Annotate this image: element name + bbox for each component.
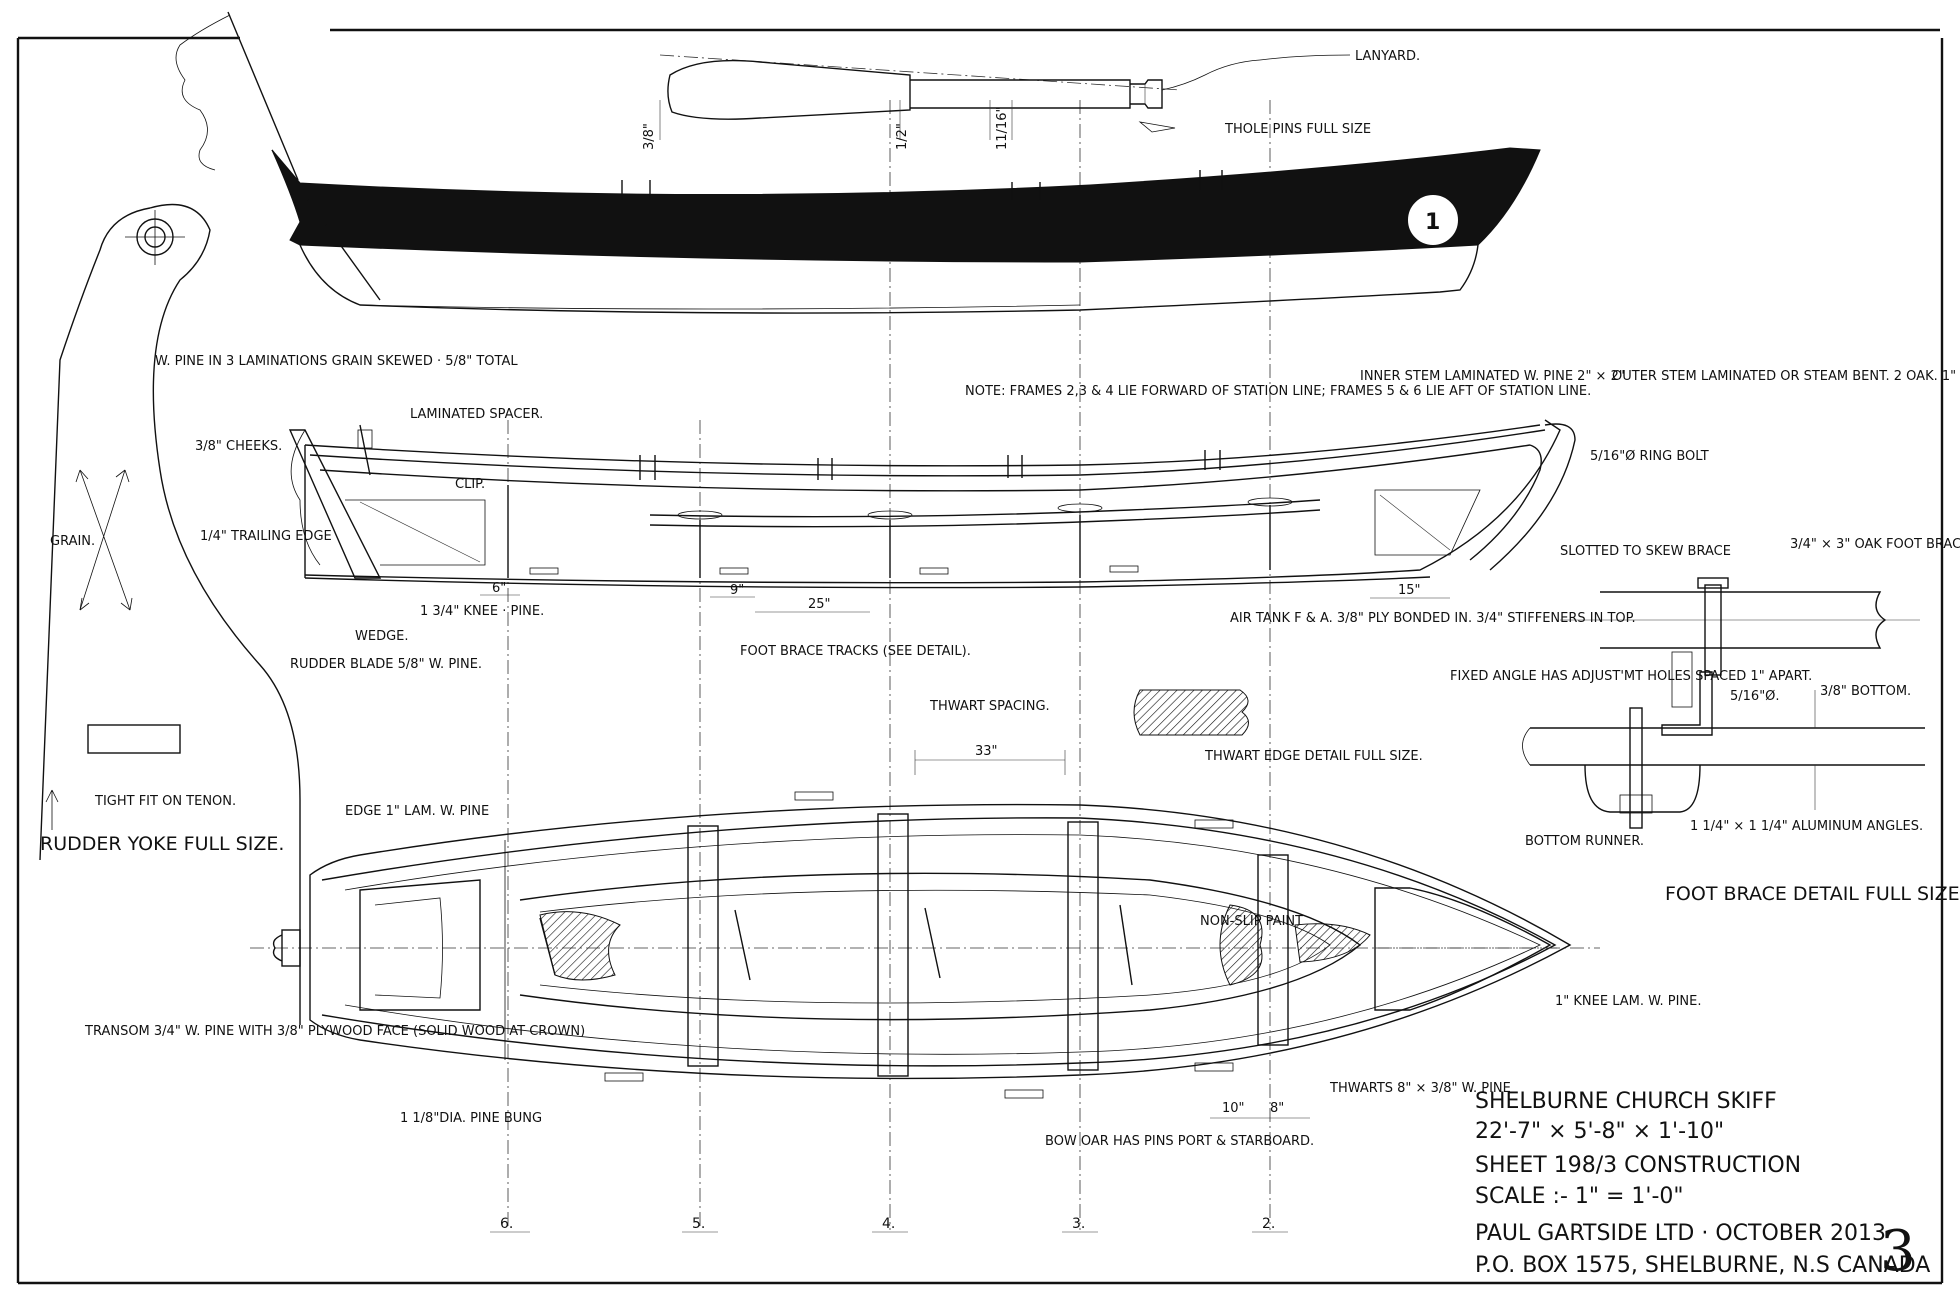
bolt-label: 5/16"Ø. (1730, 689, 1780, 704)
frames-note-label: NOTE: FRAMES 2,3 & 4 LIE FORWARD OF STAT… (965, 384, 1591, 399)
trailing-edge-label: 1/4" TRAILING EDGE (200, 529, 332, 544)
address-label: P.O. BOX 1575, SHELBURNE, N.S CANADA (1475, 1253, 1930, 1278)
bottom-label: 3/8" BOTTOM. (1820, 684, 1911, 699)
sheet-title: SHEET 198/3 CONSTRUCTION (1475, 1153, 1801, 1178)
ring-bolt-label: 5/16"Ø RING BOLT (1590, 449, 1709, 464)
boat-dimensions: 22'-7" × 5'-8" × 1'-10" (1475, 1119, 1724, 1144)
sheet-border (16, 28, 1944, 1285)
inner-stem-label: INNER STEM LAMINATED W. PINE 2" × 2" (1360, 369, 1625, 384)
dim-6: 6" (492, 581, 506, 596)
oak-brace-label: 3/4" × 3" OAK FOOT BRACE (1790, 537, 1960, 552)
dim-33: 33" (975, 744, 998, 759)
thole-pins-label: THOLE PINS FULL SIZE (1224, 122, 1371, 137)
non-slip-patches (539, 904, 1371, 986)
dim-9: 9" (730, 583, 744, 598)
station-label: 5. (692, 1216, 705, 1232)
station-label: 6. (500, 1216, 513, 1232)
clip-label: CLIP. (455, 477, 485, 492)
rudder-yoke-label: RUDDER YOKE FULL SIZE. (40, 833, 284, 855)
annotations: W. PINE IN 3 LAMINATIONS GRAIN SKEWED · … (40, 354, 1960, 1149)
station-label: 4. (882, 1216, 895, 1232)
aluminum-angles-label: 1 1/4" × 1 1/4" ALUMINUM ANGLES. (1690, 819, 1923, 834)
station-labels: 6. 5. 4. 3. 2. (500, 1216, 1275, 1232)
dim-25: 25" (808, 597, 831, 612)
station-label: 3. (1072, 1216, 1085, 1232)
scale-label: SCALE :- 1" = 1'-0" (1475, 1184, 1684, 1209)
thole-pin-detail (659, 54, 1261, 140)
grain-label: GRAIN. (50, 534, 95, 549)
thole-dim-c: 11/16" (995, 107, 1010, 150)
foot-brace-detail (1522, 577, 1925, 829)
station-label: 2. (1262, 1216, 1275, 1232)
thwart-edge-profile (1133, 689, 1249, 736)
sheet-number: 3 (1880, 1219, 1916, 1284)
inboard-profile-view (288, 419, 1576, 613)
hull-number: 1 (1425, 210, 1440, 235)
fixed-angle-label: FIXED ANGLE HAS ADJUST'MT HOLES SPACED 1… (1450, 669, 1812, 684)
designer-label: PAUL GARTSIDE LTD · OCTOBER 2013 (1475, 1221, 1886, 1246)
knee-pine-label: 1 3/4" KNEE · PINE. (420, 604, 544, 619)
slotted-brace-label: SLOTTED TO SKEW BRACE (1560, 544, 1731, 559)
foot-brace-detail-label: FOOT BRACE DETAIL FULL SIZE. (1665, 883, 1960, 905)
thole-dim-b: 1/2" (895, 123, 910, 150)
station-lines (490, 100, 1288, 1233)
bow-oar-label: BOW OAR HAS PINS PORT & STARBOARD. (1045, 1134, 1314, 1149)
hull-profile-view (175, 11, 1541, 314)
foot-brace-tracks-label: FOOT BRACE TRACKS (SEE DETAIL). (740, 644, 971, 659)
cheeks-label: 3/8" CHEEKS. (195, 439, 282, 454)
rudder-blade-label: RUDDER BLADE 5/8" W. PINE. (290, 657, 482, 672)
tight-fit-label: TIGHT FIT ON TENON. (94, 794, 236, 809)
transom-label: TRANSOM 3/4" W. PINE WITH 3/8" PLYWOOD F… (84, 1024, 585, 1039)
dim-8: 8" (1270, 1101, 1284, 1116)
dim-15: 15" (1398, 583, 1421, 598)
air-tank-label: AIR TANK F & A. 3/8" PLY BONDED IN. 3/4"… (1230, 611, 1636, 626)
pine-bung-label: 1 1/8"DIA. PINE BUNG (400, 1111, 542, 1126)
thwarts-label: THWARTS 8" × 3/8" W. PINE (1329, 1081, 1511, 1096)
boat-name: SHELBURNE CHURCH SKIFF (1475, 1089, 1777, 1114)
edge-lam-label: EDGE 1" LAM. W. PINE (345, 804, 489, 819)
lanyard-leader (1259, 54, 1351, 61)
dim-10: 10" (1222, 1101, 1245, 1116)
knee-lam-label: 1" KNEE LAM. W. PINE. (1555, 994, 1701, 1009)
thwart-edge-label: THWART EDGE DETAIL FULL SIZE. (1204, 749, 1423, 764)
bottom-runner-label: BOTTOM RUNNER. (1525, 834, 1644, 849)
rudder-yoke-detail (39, 203, 301, 870)
laminated-spacer-label: LAMINATED SPACER. (410, 407, 543, 422)
outer-stem-label: OUTER STEM LAMINATED OR STEAM BENT. 2 OA… (1612, 369, 1960, 384)
wedge-label: WEDGE. (355, 629, 409, 644)
title-block: SHELBURNE CHURCH SKIFF 22'-7" × 5'-8" × … (1475, 1089, 1930, 1284)
sheer-strake (271, 147, 1541, 263)
hull-plan-view (250, 750, 1600, 1119)
non-slip-label: NON-SLIP PAINT (1200, 914, 1303, 929)
rudder-laminations-label: W. PINE IN 3 LAMINATIONS GRAIN SKEWED · … (155, 354, 518, 369)
thole-dim-a: 3/8" (642, 123, 657, 150)
lanyard-label: LANYARD. (1355, 49, 1420, 64)
thwart-spacing-label: THWART SPACING. (929, 699, 1050, 714)
